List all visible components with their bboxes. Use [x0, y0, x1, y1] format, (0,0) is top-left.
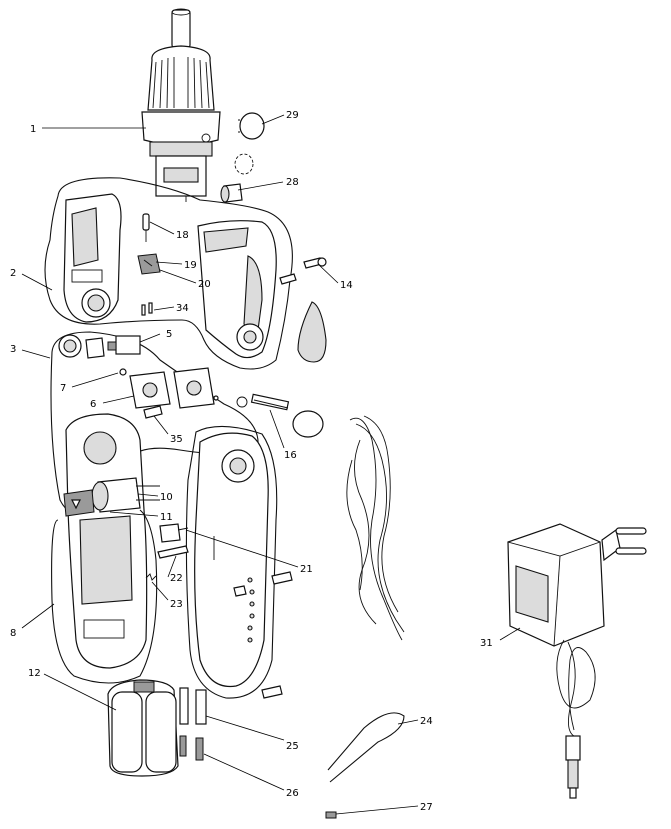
part-1-chuck-housing — [141, 8, 221, 202]
callout-27: 27 — [420, 802, 433, 813]
part-18-pin — [142, 213, 150, 242]
callout-21: 21 — [300, 564, 313, 575]
callout-22: 22 — [170, 573, 183, 584]
part-22-pin — [157, 545, 189, 559]
part-31-charger — [507, 523, 647, 799]
callout-35: 35 — [170, 434, 183, 445]
group-8-outline — [51, 509, 158, 684]
part-11-switch-button — [63, 489, 95, 517]
part-23-spring — [145, 573, 157, 581]
part-8-housing-left — [65, 413, 148, 669]
part-14-screws — [279, 257, 327, 285]
callout-28: 28 — [286, 177, 299, 188]
screws-right — [233, 571, 293, 699]
callout-18: 18 — [176, 230, 189, 241]
part-2-housing-left — [63, 193, 122, 323]
part-7-washer — [119, 368, 127, 376]
bearing-rings — [58, 334, 105, 359]
part-28-bushing — [220, 153, 254, 203]
callout-19: 19 — [184, 260, 197, 271]
callout-26: 26 — [286, 788, 299, 799]
group-right-lower-outline — [185, 425, 278, 699]
rubber-pad — [297, 301, 327, 363]
callout-24: 24 — [420, 716, 433, 727]
part-6-motor-plate — [129, 367, 219, 409]
part-27-clip — [325, 811, 337, 819]
part-25-contacts — [179, 687, 207, 725]
part-29-cap — [238, 112, 265, 140]
callout-7: 7 — [60, 383, 66, 394]
callout-11: 11 — [160, 512, 173, 523]
callout-1: 1 — [30, 124, 36, 135]
group-2-outline — [44, 177, 293, 370]
callout-16: 16 — [284, 450, 297, 461]
callout-12: 12 — [28, 668, 41, 679]
callout-23: 23 — [170, 599, 183, 610]
callout-2: 2 — [10, 268, 16, 279]
callout-25: 25 — [286, 741, 299, 752]
part-24-wire-clip — [327, 712, 405, 783]
part-10-motor — [91, 477, 160, 513]
leader-lines — [21, 114, 521, 815]
part-34-pins — [141, 302, 153, 316]
part-35-screw — [143, 405, 163, 419]
part-16-rod — [236, 393, 324, 438]
callout-20: 20 — [198, 279, 211, 290]
part-19-20-clip — [137, 253, 161, 275]
callout-labels: 1 2 3 5 6 7 8 10 11 12 14 16 18 19 20 21… — [10, 110, 493, 813]
callout-5: 5 — [166, 329, 172, 340]
callout-14: 14 — [340, 280, 353, 291]
housing-right-upper — [197, 220, 277, 359]
part-12-battery-pack — [107, 679, 179, 777]
callout-6: 6 — [90, 399, 96, 410]
part-26-terminals — [179, 735, 204, 761]
callout-31: 31 — [480, 638, 493, 649]
housing-right-lower — [194, 432, 269, 688]
callout-10: 10 — [160, 492, 173, 503]
part-21-terminal — [159, 523, 189, 543]
callout-29: 29 — [286, 110, 299, 121]
callout-8: 8 — [10, 628, 16, 639]
wire-harness — [346, 415, 405, 641]
callout-3: 3 — [10, 344, 16, 355]
callout-34: 34 — [176, 303, 189, 314]
part-5-switch — [107, 335, 141, 355]
